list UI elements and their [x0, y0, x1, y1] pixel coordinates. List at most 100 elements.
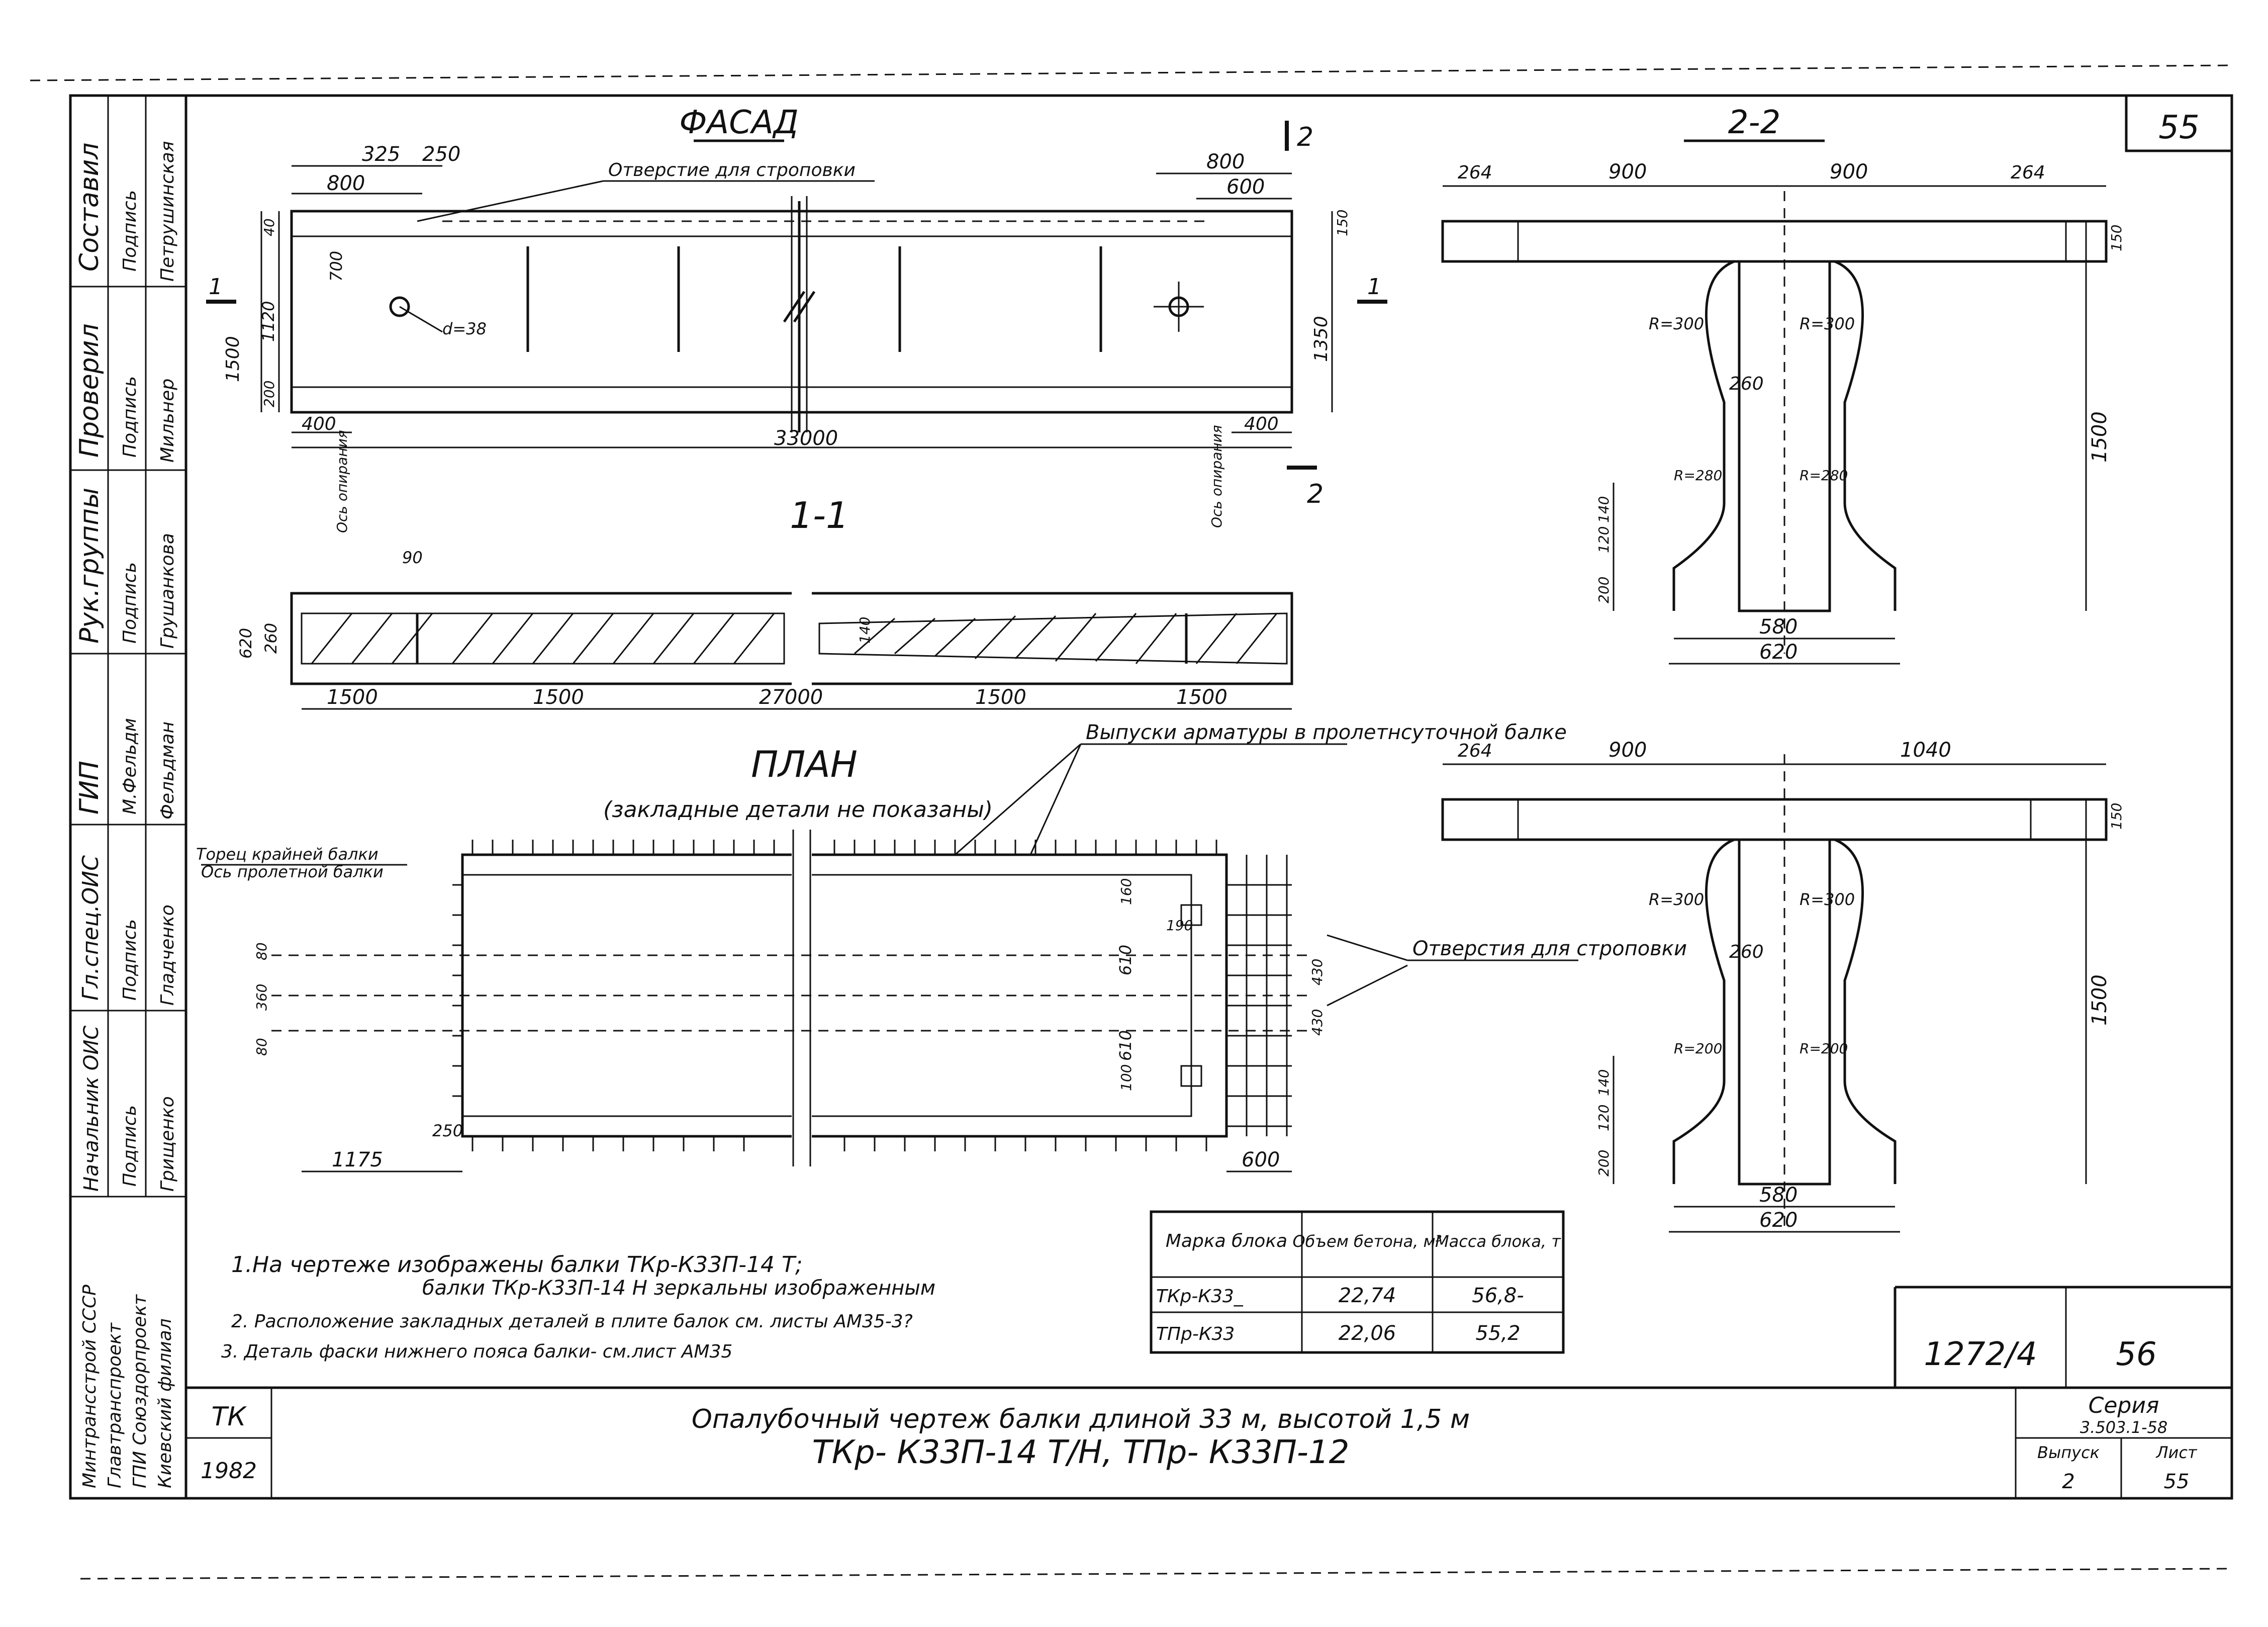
- issue-label: Выпуск: [2037, 1443, 2100, 1462]
- facade-hole-dim: d=38: [442, 319, 487, 338]
- section-1-1-span-1: 1500: [327, 686, 378, 709]
- title-tk: ТК: [212, 1402, 247, 1432]
- sidebar-sign-4: М.Фельдм: [120, 718, 140, 815]
- plan-end-note-2: Ось пролетной балки: [201, 862, 384, 881]
- s22t-r300a: R=300: [1649, 314, 1704, 333]
- facade-dim-325: 325: [362, 143, 400, 166]
- section-1-1-span-5: 1500: [1176, 686, 1227, 709]
- table-row-2-mass: 55,2: [1475, 1322, 1520, 1345]
- sidebar-sign-2: Подпись: [120, 376, 140, 458]
- title-year: 1982: [201, 1458, 257, 1484]
- sidebar-sign-1: Подпись: [120, 190, 140, 272]
- section-2-2-title: 2-2: [1728, 104, 1781, 141]
- plan-sling-holes: Отверстия для строповки: [1412, 937, 1687, 960]
- list-label: Лист: [2155, 1443, 2197, 1462]
- plan-title: ПЛАН: [751, 743, 858, 785]
- facade-dim-250: 250: [422, 143, 460, 166]
- s22t-dim-d: 264: [2011, 162, 2045, 183]
- table-header-mass: Масса блока, т: [1435, 1232, 1561, 1251]
- series-label: Серия: [2089, 1393, 2159, 1418]
- section-1-1-title: 1-1: [790, 494, 849, 536]
- section-2-2-bottom-view: 264 900 1040 150 R=300 R=300 260 1500 R=…: [1441, 739, 2125, 1233]
- sidebar-role-6: Начальник ОИС: [80, 1026, 103, 1192]
- list-value: 55: [2164, 1470, 2190, 1493]
- s22t-h1500: 1500: [2088, 411, 2111, 463]
- plan-dim-160: 160: [1118, 878, 1135, 905]
- s22b-r200b: R=200: [1800, 1040, 1848, 1057]
- sheet-number-top: 55: [2158, 109, 2199, 146]
- section-1-1-dim-620: 620: [236, 628, 255, 659]
- sidebar-name-1: Петрушинская: [157, 141, 178, 282]
- table-header-volume: Объем бетона, м³: [1292, 1232, 1442, 1251]
- plan-dim-190: 190: [1166, 917, 1193, 934]
- s22b-r200a: R=200: [1674, 1040, 1722, 1057]
- section-1-1-view: 1-1 90 620 260 140 1500 1500 27000 1500 …: [236, 494, 1293, 710]
- s22t-dim-c: 900: [1830, 160, 1868, 184]
- note-1b: балки ТКр-К33П-14 Н зеркальны изображенн…: [422, 1277, 935, 1300]
- facade-section-mark-1-right: 1: [1367, 274, 1381, 300]
- plan-dim-600: 600: [1242, 1148, 1280, 1171]
- s22b-dim-150: 150: [2108, 803, 2125, 830]
- plan-dim-430a: 430: [1309, 959, 1326, 985]
- section-2-2-top-view: 2-2 264 900 900 264 150 R=300 R=300 260 …: [1441, 104, 2125, 665]
- s22t-w580: 580: [1759, 615, 1798, 639]
- facade-dim-800: 800: [327, 172, 365, 195]
- facade-dim-700: 700: [327, 251, 346, 282]
- s22t-dim-a: 264: [1458, 162, 1492, 183]
- facade-dim-33000: 33000: [774, 427, 838, 450]
- general-notes: 1.На чертеже изображены балки ТКр-К33П-1…: [221, 1252, 935, 1362]
- title-line-2: ТКр- К33П-14 Т/Н, ТПр- К33П-12: [812, 1434, 1350, 1471]
- s22t-h200: 200: [1595, 577, 1612, 603]
- facade-dim-1350: 1350: [1311, 316, 1332, 362]
- sidebar-role-5: Гл.спец.ОИС: [78, 855, 104, 1001]
- s22t-w260: 260: [1729, 374, 1764, 394]
- sidebar-sign-5: Подпись: [120, 919, 140, 1001]
- sidebar-name-6: Грищенко: [157, 1096, 178, 1192]
- section-1-1-dim-260: 260: [261, 623, 280, 654]
- section-1-1-span-4: 1500: [975, 686, 1026, 709]
- org-line-1: Минтрансстрой СССР: [79, 1285, 100, 1488]
- s22t-dim-b: 900: [1609, 160, 1647, 184]
- facade-dim-40: 40: [261, 218, 277, 236]
- top-trim-line: [30, 64, 2232, 81]
- s22b-h200: 200: [1595, 1150, 1612, 1177]
- facade-section-mark-2-bottom: 2: [1307, 479, 1324, 509]
- plan-dim-250: 250: [432, 1121, 463, 1140]
- s22t-dim-150: 150: [2108, 225, 2125, 251]
- sidebar-sign-3: Подпись: [120, 562, 140, 644]
- table-header-mark: Марка блока: [1166, 1231, 1287, 1251]
- sidebar-name-3: Грушанкова: [157, 533, 178, 649]
- sidebar-role-3: Рук.группы: [74, 488, 105, 644]
- s22b-w580: 580: [1759, 1184, 1798, 1207]
- block-table: Марка блока Объем бетона, м³ Масса блока…: [1150, 1210, 1565, 1354]
- series-value: 3.503.1-58: [2080, 1418, 2167, 1437]
- plan-dim-80b: 80: [253, 1038, 270, 1056]
- table-row-2-volume: 22,06: [1339, 1322, 1396, 1345]
- facade-dim-1500: 1500: [223, 336, 243, 382]
- plan-dim-1175: 1175: [332, 1148, 383, 1171]
- left-stamp: Составил Подпись Петрушинская Проверил П…: [69, 94, 187, 1500]
- sidebar-role-1: Составил: [74, 142, 105, 272]
- s22b-r300a: R=300: [1649, 890, 1704, 909]
- s22b-dim-c: 1040: [1900, 739, 1951, 762]
- note-3: 3. Деталь фаски нижнего пояса балки- см.…: [221, 1341, 732, 1362]
- sidebar-name-2: Мильнер: [157, 379, 178, 463]
- s22t-r280b: R=280: [1800, 467, 1848, 484]
- s22b-h1500: 1500: [2088, 974, 2111, 1026]
- sidebar-role-2: Проверил: [74, 323, 105, 458]
- s22b-h120: 120: [1595, 1105, 1612, 1131]
- facade-dim-400-left: 400: [302, 414, 336, 434]
- bottom-trim-line: [80, 1568, 2232, 1580]
- section-1-1-dim-140: 140: [857, 617, 873, 644]
- table-row-1-volume: 22,74: [1339, 1284, 1396, 1307]
- org-line-4: Киевский филиал: [155, 1318, 175, 1488]
- plan-rebar-note: Выпуски арматуры в пролетнсуточной балке: [1086, 721, 1567, 744]
- s22t-w620: 620: [1759, 641, 1798, 664]
- s22b-w620: 620: [1759, 1209, 1798, 1232]
- note-2: 2. Расположение закладных деталей в плит…: [231, 1311, 913, 1332]
- doc-number: 1272/4: [1924, 1336, 2037, 1373]
- sheet-number-box: [2125, 94, 2233, 152]
- s22t-r280a: R=280: [1674, 467, 1722, 484]
- sidebar-name-5: Гладченко: [157, 905, 178, 1006]
